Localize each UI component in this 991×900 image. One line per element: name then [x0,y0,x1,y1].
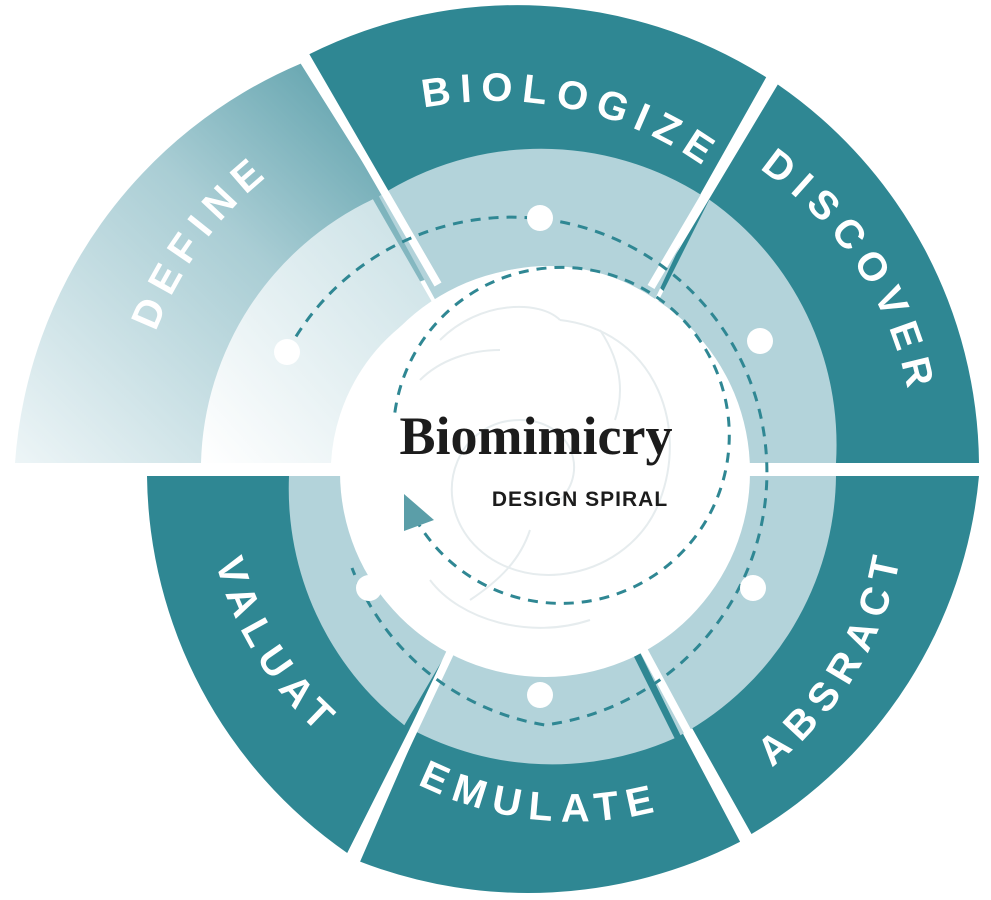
dot-icon [747,328,773,354]
dot-icon [274,339,300,365]
segment-define [15,63,435,463]
dot-icon [527,205,553,231]
outer-dashed-arc [285,215,769,727]
divider-line [647,78,776,290]
divider-lines [0,52,991,860]
divider-line [632,634,750,841]
center-disc [340,267,750,677]
dot-icon [740,575,766,601]
divider-line [301,52,442,287]
dot-icon [356,575,382,601]
dot-icon [527,682,553,708]
nautilus-shell-icon [419,305,671,629]
waypoint-dots [274,205,773,708]
middle-band [201,148,837,765]
triangle-arrow-icon [404,494,434,531]
divider-line [349,634,462,860]
spiral-path [285,215,769,727]
band-bottom-left [288,476,456,726]
inner-dashed-arc [392,265,731,605]
center-title: Biomimicry [400,406,673,466]
band-right [658,199,837,463]
band-bottom-right [633,476,836,736]
center-subtitle: DESIGN SPIRAL [492,488,668,511]
band-define [201,199,434,464]
